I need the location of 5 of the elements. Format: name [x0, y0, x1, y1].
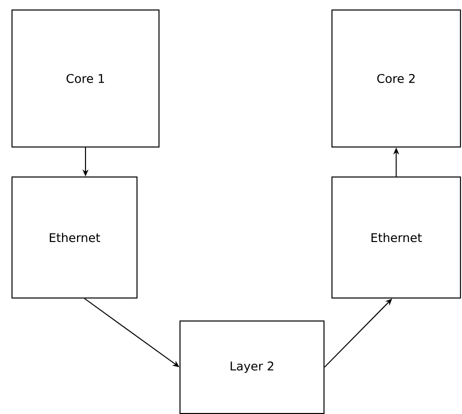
process-box: Core 2 [331, 10, 461, 148]
process-box: Layer 2 [180, 320, 324, 414]
process-box: Ethernet [12, 176, 138, 298]
process-box: Ethernet [331, 176, 461, 298]
process-box: Core 1 [12, 10, 160, 148]
